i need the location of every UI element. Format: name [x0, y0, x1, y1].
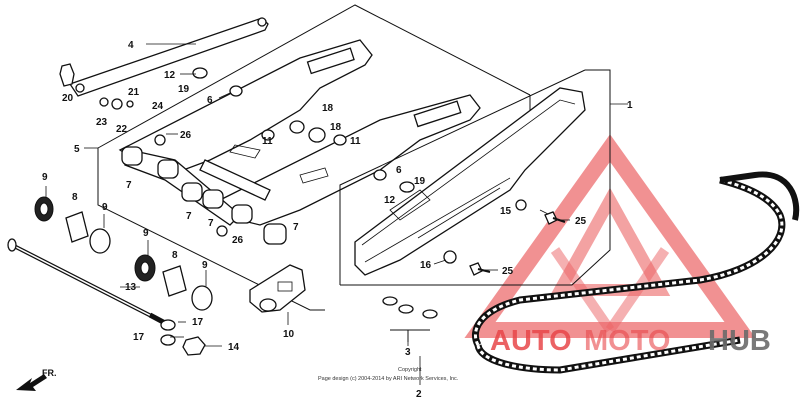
callout-17a: 17 [192, 317, 204, 328]
part-4-brace [68, 17, 269, 97]
swingarm-assembly-outline [97, 4, 531, 311]
copyright-notice: Copyright Page design (c) 2004-2014 by A… [318, 367, 459, 382]
callout-9d: 9 [202, 260, 208, 271]
callout-18: 18 [322, 103, 334, 114]
front-direction-arrow: FR. [16, 368, 57, 391]
callout-2: 2 [416, 389, 422, 400]
callout-9b: 9 [102, 202, 108, 213]
callout-26b: 26 [232, 235, 244, 246]
part-8-9-bearings [34, 196, 213, 311]
callout-labels: 4 20 12 19 6 21 24 23 22 26 5 18 18 11 1… [42, 40, 633, 400]
watermark-text: AUTO MOTO HUB [490, 325, 771, 357]
callout-9c: 9 [143, 228, 149, 239]
callout-12: 12 [164, 70, 176, 81]
part-2-drive-chain [471, 171, 800, 374]
callout-26: 26 [180, 130, 192, 141]
watermark-hub: HUB [708, 325, 771, 357]
callout-11b: 11 [350, 136, 361, 147]
callout-7b: 7 [186, 211, 192, 222]
leader-lines [45, 43, 628, 385]
callout-25b: 25 [502, 266, 514, 277]
callout-18b: 18 [330, 122, 342, 133]
part-7-bushings [121, 146, 287, 245]
part-10-chain-guide [249, 264, 306, 313]
callout-9a: 9 [42, 172, 48, 183]
callout-19: 19 [178, 84, 190, 95]
callout-13: 13 [125, 282, 137, 293]
callout-8b: 8 [172, 250, 178, 261]
callout-4: 4 [128, 40, 134, 51]
callout-10: 10 [283, 329, 295, 340]
callout-19b: 19 [414, 176, 426, 187]
callout-6b: 6 [396, 165, 402, 176]
callout-3: 3 [405, 347, 411, 358]
part-3-master-link [382, 296, 438, 342]
small-hardware [59, 63, 415, 237]
callout-21: 21 [128, 87, 140, 98]
front-label: FR. [42, 368, 57, 378]
callout-24: 24 [152, 101, 164, 112]
part-13-pivot-bolt [7, 238, 206, 356]
callout-12b: 12 [384, 195, 396, 206]
copyright-line-2: Page design (c) 2004-2014 by ARI Network… [318, 376, 459, 382]
callout-8a: 8 [72, 192, 78, 203]
callout-7d: 7 [293, 222, 299, 233]
part-1-chaincase [354, 87, 586, 276]
callout-22: 22 [116, 124, 128, 135]
callout-16: 16 [420, 260, 432, 271]
copyright-line-1: Copyright [398, 367, 422, 373]
callout-5: 5 [74, 144, 80, 155]
callout-14: 14 [228, 342, 240, 353]
watermark-auto: AUTO [490, 325, 572, 357]
chaincase-fasteners [443, 199, 566, 276]
callout-15: 15 [500, 206, 512, 217]
callout-20: 20 [62, 93, 74, 104]
callout-6: 6 [207, 95, 213, 106]
callout-7a: 7 [126, 180, 132, 191]
callout-17b: 17 [133, 332, 145, 343]
callout-11: 11 [262, 136, 273, 147]
watermark-moto: MOTO [584, 325, 670, 357]
part-1-chaincase-outline [339, 69, 611, 286]
callout-1: 1 [627, 100, 633, 111]
callout-23: 23 [96, 117, 108, 128]
callout-25a: 25 [575, 216, 587, 227]
callout-7c: 7 [208, 218, 214, 229]
